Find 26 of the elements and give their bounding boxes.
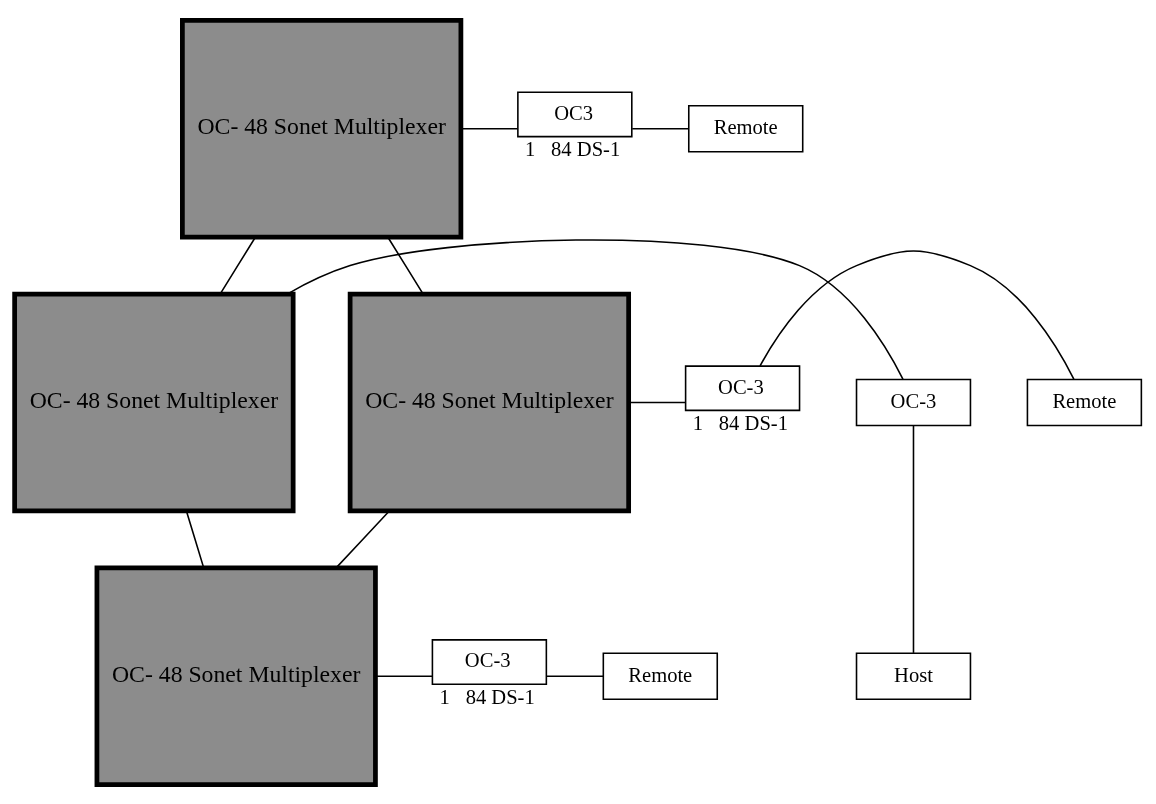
node-box: OC3: [517, 91, 633, 137]
node-box: OC-3: [431, 638, 548, 685]
connector: [374, 675, 433, 677]
node-box: Remote: [602, 652, 719, 700]
node-label: 84 DS-1: [465, 685, 535, 708]
node-label: 84 DS-1: [718, 411, 788, 434]
node-box: OC-3: [684, 364, 801, 411]
connector: [460, 127, 519, 129]
node-label: 1: [439, 685, 450, 708]
node-label: 1: [524, 137, 536, 160]
node-box: OC- 48 Sonet Multiplexer: [347, 291, 631, 513]
connector: [759, 249, 1075, 380]
connector: [628, 401, 687, 403]
connector: [546, 675, 604, 677]
node-box: OC- 48 Sonet Multiplexer: [12, 291, 296, 513]
node-box: Remote: [688, 104, 804, 152]
node-label: 1: [692, 411, 704, 434]
connector: [631, 127, 690, 129]
node-box: Host: [855, 652, 972, 700]
node-label: 84 DS-1: [551, 137, 621, 160]
node-box: OC-3: [855, 378, 972, 426]
connector: [286, 238, 904, 380]
node-box: Remote: [1026, 378, 1143, 426]
connector: [912, 424, 915, 654]
node-box: OC- 48 Sonet Multiplexer: [94, 565, 378, 787]
node-box: OC- 48 Sonet Multiplexer: [180, 17, 464, 239]
